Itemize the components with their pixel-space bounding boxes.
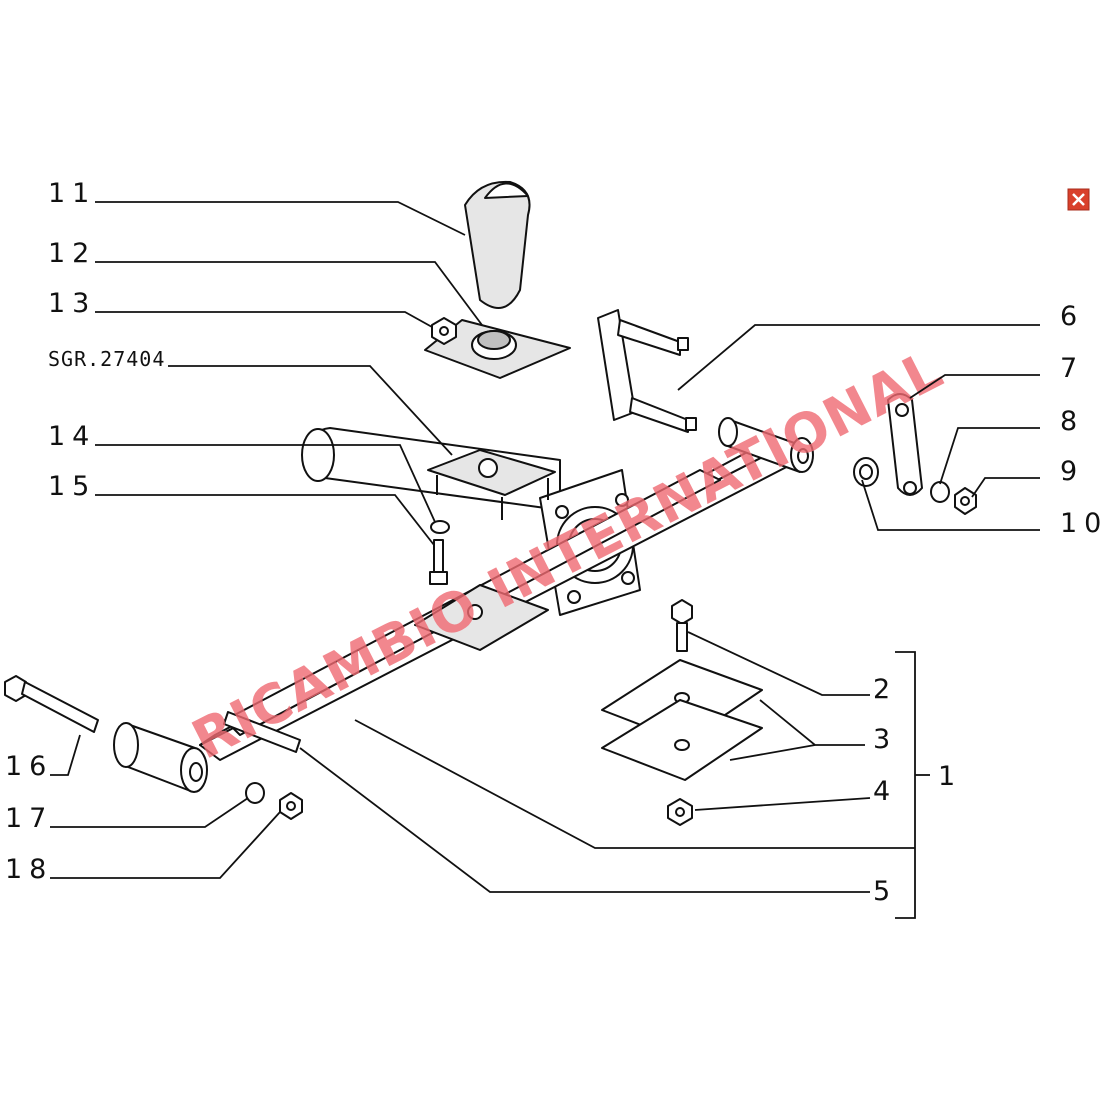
leaf-spring	[199, 439, 801, 761]
callout-4: 4	[873, 776, 897, 807]
bump-stop	[464, 180, 531, 309]
callout-16: 16	[5, 751, 53, 782]
callout-10: 10	[1060, 508, 1100, 539]
nut-18	[279, 792, 303, 820]
nut-4	[667, 798, 693, 826]
washer-14	[430, 520, 450, 534]
bush-10	[853, 457, 879, 487]
spring-eye-front	[113, 722, 208, 793]
callout-11: 11	[48, 178, 96, 209]
bolt-15	[429, 539, 448, 585]
shackle-with-pins	[597, 309, 697, 433]
spring-seat-bracket	[427, 449, 556, 520]
callout-7: 7	[1060, 353, 1084, 384]
shackle-plate-7	[887, 393, 923, 496]
pad-plates-3	[601, 659, 763, 781]
callout-2: 2	[873, 674, 897, 705]
nut-13	[431, 317, 457, 345]
nut-9	[954, 487, 977, 515]
callout-8: 8	[1060, 406, 1084, 437]
callout-5: 5	[873, 876, 897, 907]
callout-13: 13	[48, 288, 96, 319]
callout-15: 15	[48, 471, 96, 502]
watermark-text: RICAMBIO INTERNATIONAL	[182, 338, 952, 772]
reference-code: SGR.27404	[48, 347, 165, 371]
callout-9: 9	[1060, 456, 1084, 487]
close-icon[interactable]	[1067, 188, 1090, 211]
callout-14: 14	[48, 421, 96, 452]
washer-8	[930, 481, 950, 503]
bolt-16	[4, 675, 99, 733]
callout-1: 1	[938, 761, 962, 792]
callout-17: 17	[5, 803, 53, 834]
callout-3: 3	[873, 724, 897, 755]
callout-6: 6	[1060, 301, 1084, 332]
spring-eye-rear	[718, 417, 814, 473]
leader-lines	[50, 201, 1040, 919]
callout-labels: 11 12 13 SGR.27404 14 15 16 17 18 6 7 8 …	[5, 178, 1100, 907]
bolt-2	[671, 599, 693, 652]
washer-17	[245, 782, 265, 804]
callout-18: 18	[5, 854, 53, 885]
callout-12: 12	[48, 238, 96, 269]
